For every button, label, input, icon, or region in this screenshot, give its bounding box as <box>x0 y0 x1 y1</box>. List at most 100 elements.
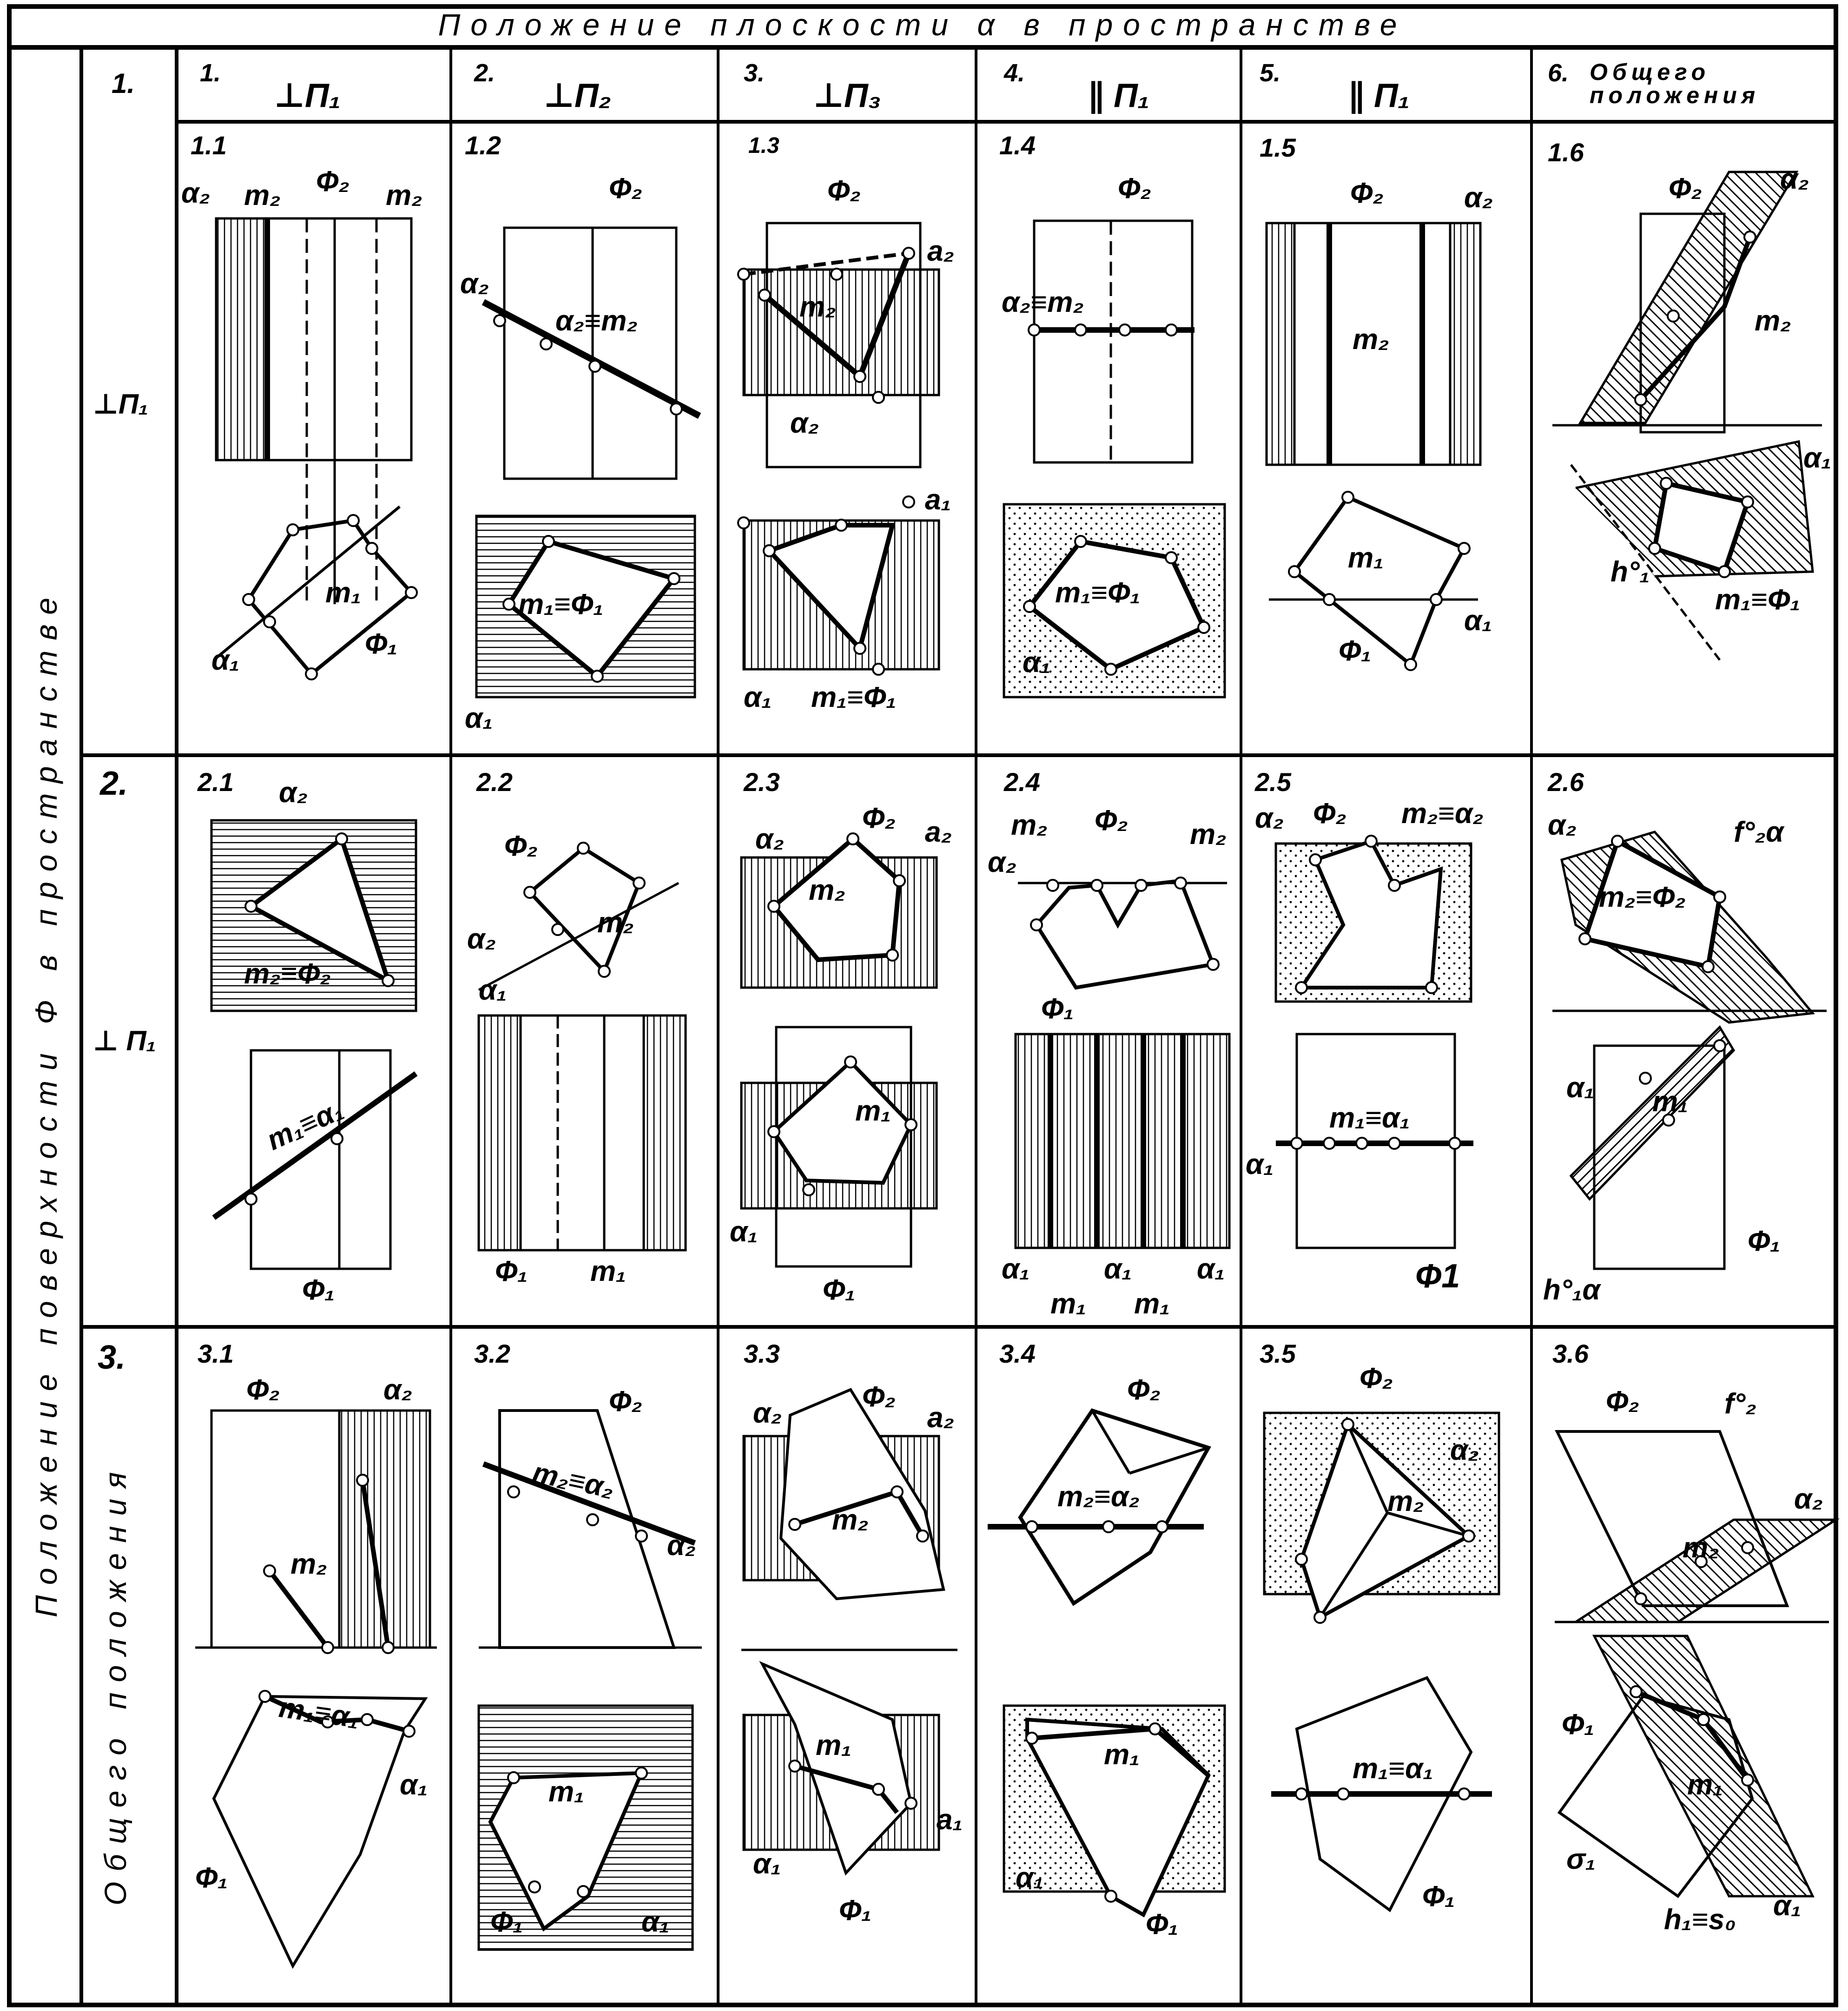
label: α₂ <box>279 777 308 809</box>
cell-3-3-drawing <box>741 1388 957 1876</box>
label: m₁ <box>855 1095 891 1127</box>
label: α₁ <box>730 1216 758 1248</box>
label: m₁ <box>1348 542 1384 574</box>
cell-3-1-drawing <box>195 1409 437 1969</box>
label: m₂ <box>799 291 836 323</box>
cell-1-5-number: 1.5 <box>1260 133 1296 162</box>
label: m₂≡Ф₂ <box>1599 881 1686 913</box>
label: α₂ <box>1464 182 1493 214</box>
label: α₂ <box>460 268 489 300</box>
label: m₁ <box>1134 1288 1170 1320</box>
label: m₂ <box>1387 1485 1424 1517</box>
cell-3-3-number: 3.3 <box>744 1339 780 1368</box>
label: α₂ <box>1780 163 1809 195</box>
label: α₁ <box>1016 1862 1044 1894</box>
label: Ф₂ <box>246 1374 280 1406</box>
row-1-label: ⊥П₁ <box>93 389 149 420</box>
label: f°₂ <box>1724 1388 1757 1420</box>
cell-3-4-number: 3.4 <box>999 1339 1036 1368</box>
cell-2-4-drawing <box>1014 877 1231 1249</box>
label: Ф₂ <box>1350 177 1384 209</box>
label: Ф₂ <box>609 1385 643 1418</box>
label: m₂ <box>832 1504 869 1536</box>
label: α₂≡m₂ <box>1002 286 1084 318</box>
label: Ф₁ <box>365 628 398 660</box>
cell-3-4-drawing <box>988 1408 1226 1918</box>
label: h°₁ <box>1610 556 1650 588</box>
label: Ф₂ <box>862 1381 896 1413</box>
row-2-number: 2. <box>100 765 128 802</box>
label: α₁ <box>400 1769 428 1801</box>
cell-3-6-number: 3.6 <box>1552 1339 1589 1368</box>
label: h°₁α <box>1543 1274 1600 1306</box>
cell-1-1-number: 1.1 <box>191 131 227 160</box>
cell-1-3-number: 1.3 <box>748 133 779 158</box>
row-3-number: 3. <box>98 1339 126 1376</box>
label: Ф₁ <box>1041 993 1074 1025</box>
label: Ф₂ <box>1360 1362 1393 1394</box>
label: a₂ <box>927 1402 955 1434</box>
label: α₁ <box>1566 1072 1595 1104</box>
label: h₁≡s₀ <box>1664 1904 1736 1936</box>
row-3-label: Общего положения <box>98 1462 132 1906</box>
label: α₁ <box>479 974 507 1006</box>
label: Ф₁ <box>195 1862 228 1894</box>
cell-2-5-drawing <box>1274 835 1473 1249</box>
cell-1-5-drawing <box>1265 222 1482 671</box>
label: m₁≡α₁ <box>1353 1753 1433 1785</box>
label: α₂ <box>755 823 785 855</box>
label: Ф₁ <box>1748 1225 1781 1257</box>
cell-3-1-number: 3.1 <box>198 1339 234 1368</box>
label: m₁ <box>548 1776 584 1808</box>
column-3-number: 3. <box>744 59 765 87</box>
label: Ф₂ <box>316 165 350 198</box>
column-6-number: 6. <box>1548 59 1569 87</box>
page-title: Положение плоскости α в пространстве <box>438 7 1407 42</box>
label: Ф₁ <box>839 1894 872 1926</box>
label: m₁ <box>1050 1288 1086 1320</box>
label: m₂ <box>1353 323 1389 356</box>
label: α₂ <box>753 1397 782 1429</box>
side-title: Положение поверхности Ф в пространстве <box>29 587 63 1617</box>
label: m₂≡Ф₂ <box>244 958 331 990</box>
label: Ф₂ <box>504 830 538 862</box>
cell-3-6-drawing <box>1555 1430 1840 1899</box>
cell-3-2-number: 3.2 <box>474 1339 510 1368</box>
column-2-label: ⊥П₂ <box>544 77 612 114</box>
cell-2-3-drawing <box>740 832 938 1268</box>
label: m₁≡Ф₁ <box>811 681 897 713</box>
column-4-number: 4. <box>1004 59 1025 87</box>
label: a₁ <box>925 484 951 516</box>
label: Ф₂ <box>862 802 896 834</box>
label: α₁ <box>1104 1253 1132 1285</box>
cell-2-5-number: 2.5 <box>1255 767 1291 797</box>
label: α₁ <box>641 1906 670 1938</box>
label: Ф₁ <box>1422 1880 1455 1912</box>
label: Ф₁ <box>1562 1708 1595 1741</box>
column-5-number: 5. <box>1260 59 1281 87</box>
row-2-label: ⊥ П₁ <box>93 1025 156 1056</box>
column-4-label: ∥ П₁ <box>1088 77 1150 114</box>
column-5-label: ∥ П₁ <box>1348 77 1410 114</box>
column-6-label: Общего положения <box>1590 59 1760 108</box>
label: α₁ <box>1773 1890 1802 1922</box>
label: α₂ <box>383 1374 413 1406</box>
cell-1-6-drawing <box>1552 171 1822 661</box>
label: m₁ <box>816 1729 851 1761</box>
label: a₂ <box>925 816 952 848</box>
label: m₁≡α₁ <box>1329 1102 1410 1134</box>
label: α₁ <box>753 1848 781 1880</box>
cell-2-6-drawing <box>1552 831 1827 1270</box>
label: m₂ <box>597 907 634 939</box>
label: Ф₂ <box>1606 1385 1640 1418</box>
column-2-number: 2. <box>474 59 495 87</box>
label: m₂ <box>1190 818 1227 851</box>
label: m₂ <box>386 179 422 211</box>
label: α₁ <box>1002 1253 1030 1285</box>
cell-2-6-number: 2.6 <box>1548 767 1584 797</box>
label: m₂ <box>1683 1532 1719 1564</box>
label: Ф1 <box>1415 1258 1460 1295</box>
cell-1-3-drawing <box>737 222 940 676</box>
label: Ф₁ <box>823 1274 856 1306</box>
